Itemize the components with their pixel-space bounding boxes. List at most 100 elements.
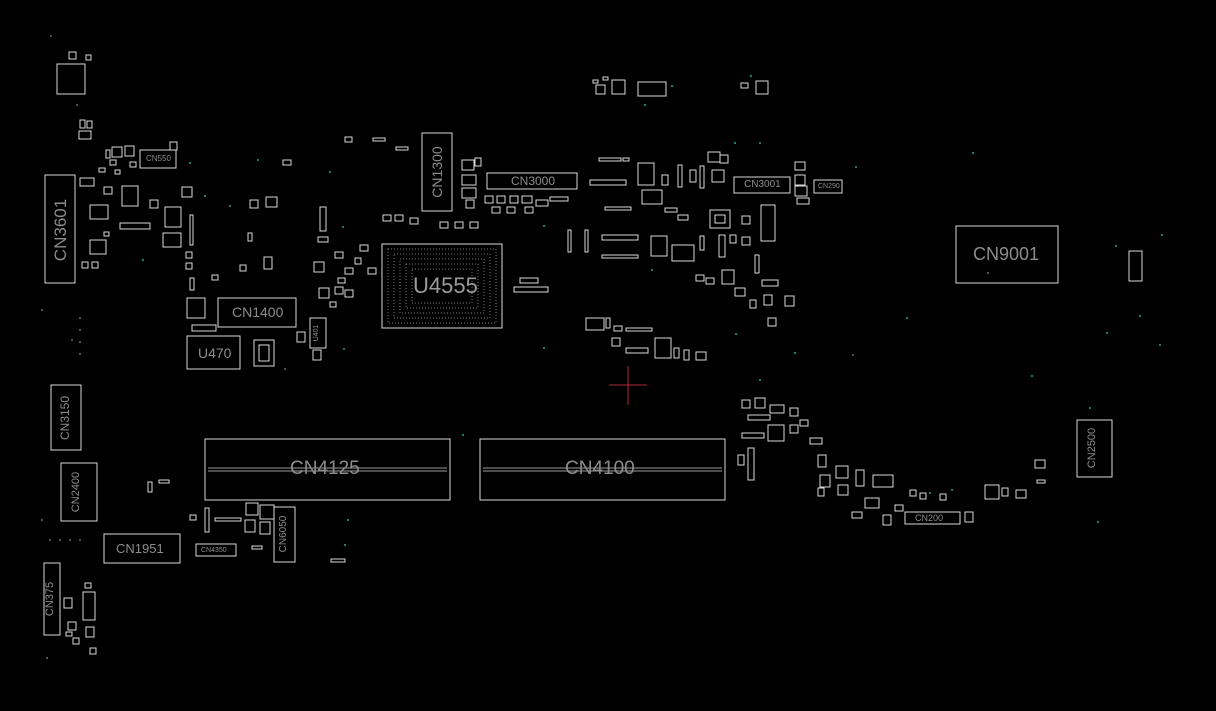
connector-cn4350[interactable]: [195, 543, 237, 557]
component-outline[interactable]: [747, 414, 771, 421]
component-outline[interactable]: [585, 317, 605, 331]
component-outline[interactable]: [85, 54, 92, 61]
component-outline[interactable]: [521, 195, 533, 204]
component-outline[interactable]: [699, 165, 705, 189]
component-outline[interactable]: [211, 274, 219, 281]
component-outline[interactable]: [741, 399, 751, 409]
component-outline[interactable]: [330, 558, 346, 563]
component-outline[interactable]: [819, 474, 831, 488]
component-outline[interactable]: [382, 214, 392, 222]
component-outline[interactable]: [1036, 479, 1046, 484]
component-outline[interactable]: [496, 195, 506, 204]
component-outline[interactable]: [394, 214, 404, 222]
component-outline[interactable]: [837, 484, 849, 496]
component-outline[interactable]: [625, 327, 653, 332]
component-outline[interactable]: [185, 262, 193, 270]
component-outline[interactable]: [319, 206, 327, 232]
component-outline[interactable]: [894, 504, 904, 512]
dimm-slot-cn4100[interactable]: [479, 438, 726, 501]
component-outline[interactable]: [185, 251, 193, 259]
component-outline[interactable]: [461, 159, 475, 171]
component-outline[interactable]: [191, 324, 217, 332]
component-outline[interactable]: [661, 174, 669, 186]
component-outline[interactable]: [767, 424, 785, 442]
component-outline[interactable]: [549, 196, 569, 202]
component-outline[interactable]: [189, 514, 197, 521]
component-outline[interactable]: [794, 174, 806, 186]
component-outline[interactable]: [79, 119, 86, 129]
component-outline[interactable]: [794, 185, 808, 197]
component-outline[interactable]: [741, 432, 765, 439]
component-outline[interactable]: [86, 120, 93, 129]
component-outline[interactable]: [149, 199, 159, 209]
component-outline[interactable]: [755, 80, 769, 95]
component-outline[interactable]: [181, 186, 193, 198]
component-outline[interactable]: [79, 177, 95, 187]
component-outline[interactable]: [799, 419, 809, 427]
component-outline[interactable]: [601, 254, 639, 259]
component-outline[interactable]: [263, 256, 273, 270]
component-outline[interactable]: [121, 185, 139, 207]
component-outline[interactable]: [535, 199, 549, 207]
dimm-slot-cn4125[interactable]: [204, 438, 451, 501]
component-outline[interactable]: [622, 157, 630, 162]
connector-cn3001[interactable]: [733, 176, 791, 194]
component-outline[interactable]: [872, 474, 894, 488]
component-outline[interactable]: [186, 297, 206, 319]
connector-cn2400[interactable]: [60, 462, 98, 522]
component-outline[interactable]: [761, 279, 779, 287]
component-outline[interactable]: [760, 204, 776, 242]
component-outline[interactable]: [56, 63, 86, 95]
component-outline[interactable]: [68, 51, 77, 60]
component-outline[interactable]: [919, 492, 927, 500]
component-outline[interactable]: [354, 257, 362, 265]
component-outline[interactable]: [78, 130, 92, 140]
component-outline[interactable]: [337, 277, 346, 284]
component-outline[interactable]: [637, 162, 655, 186]
component-outline[interactable]: [469, 221, 479, 229]
connector-cn9001[interactable]: [955, 225, 1059, 284]
component-outline[interactable]: [111, 146, 123, 158]
component-outline[interactable]: [204, 507, 210, 533]
component-outline[interactable]: [709, 209, 731, 229]
component-outline[interactable]: [711, 169, 725, 183]
component-outline[interactable]: [506, 206, 516, 214]
component-outline[interactable]: [372, 137, 386, 142]
component-outline[interactable]: [265, 196, 278, 208]
component-outline[interactable]: [253, 339, 275, 367]
component-outline[interactable]: [734, 287, 746, 297]
component-outline[interactable]: [318, 287, 330, 299]
component-outline[interactable]: [258, 344, 270, 362]
component-outline[interactable]: [602, 76, 609, 81]
component-outline[interactable]: [1128, 250, 1143, 282]
component-outline[interactable]: [164, 206, 182, 228]
component-outline[interactable]: [604, 206, 632, 211]
component-outline[interactable]: [519, 277, 539, 284]
component-outline[interactable]: [334, 251, 344, 259]
component-outline[interactable]: [72, 637, 80, 645]
component-outline[interactable]: [677, 214, 689, 221]
connector-cn6050[interactable]: [273, 506, 296, 563]
component-outline[interactable]: [677, 164, 683, 188]
component-outline[interactable]: [282, 159, 292, 166]
component-outline[interactable]: [705, 277, 715, 285]
component-outline[interactable]: [769, 404, 785, 414]
component-outline[interactable]: [754, 397, 766, 409]
component-outline[interactable]: [344, 136, 353, 143]
component-outline[interactable]: [367, 267, 377, 275]
component-outline[interactable]: [984, 484, 1000, 500]
component-outline[interactable]: [329, 301, 337, 308]
component-outline[interactable]: [245, 502, 259, 516]
component-outline[interactable]: [189, 214, 194, 246]
component-outline[interactable]: [65, 631, 73, 637]
component-outline[interactable]: [81, 261, 89, 269]
component-outline[interactable]: [741, 236, 751, 246]
component-outline[interactable]: [249, 199, 259, 209]
component-outline[interactable]: [103, 231, 110, 237]
component-outline[interactable]: [737, 454, 745, 466]
component-outline[interactable]: [334, 286, 344, 295]
component-outline[interactable]: [474, 157, 482, 167]
component-outline[interactable]: [637, 81, 667, 97]
